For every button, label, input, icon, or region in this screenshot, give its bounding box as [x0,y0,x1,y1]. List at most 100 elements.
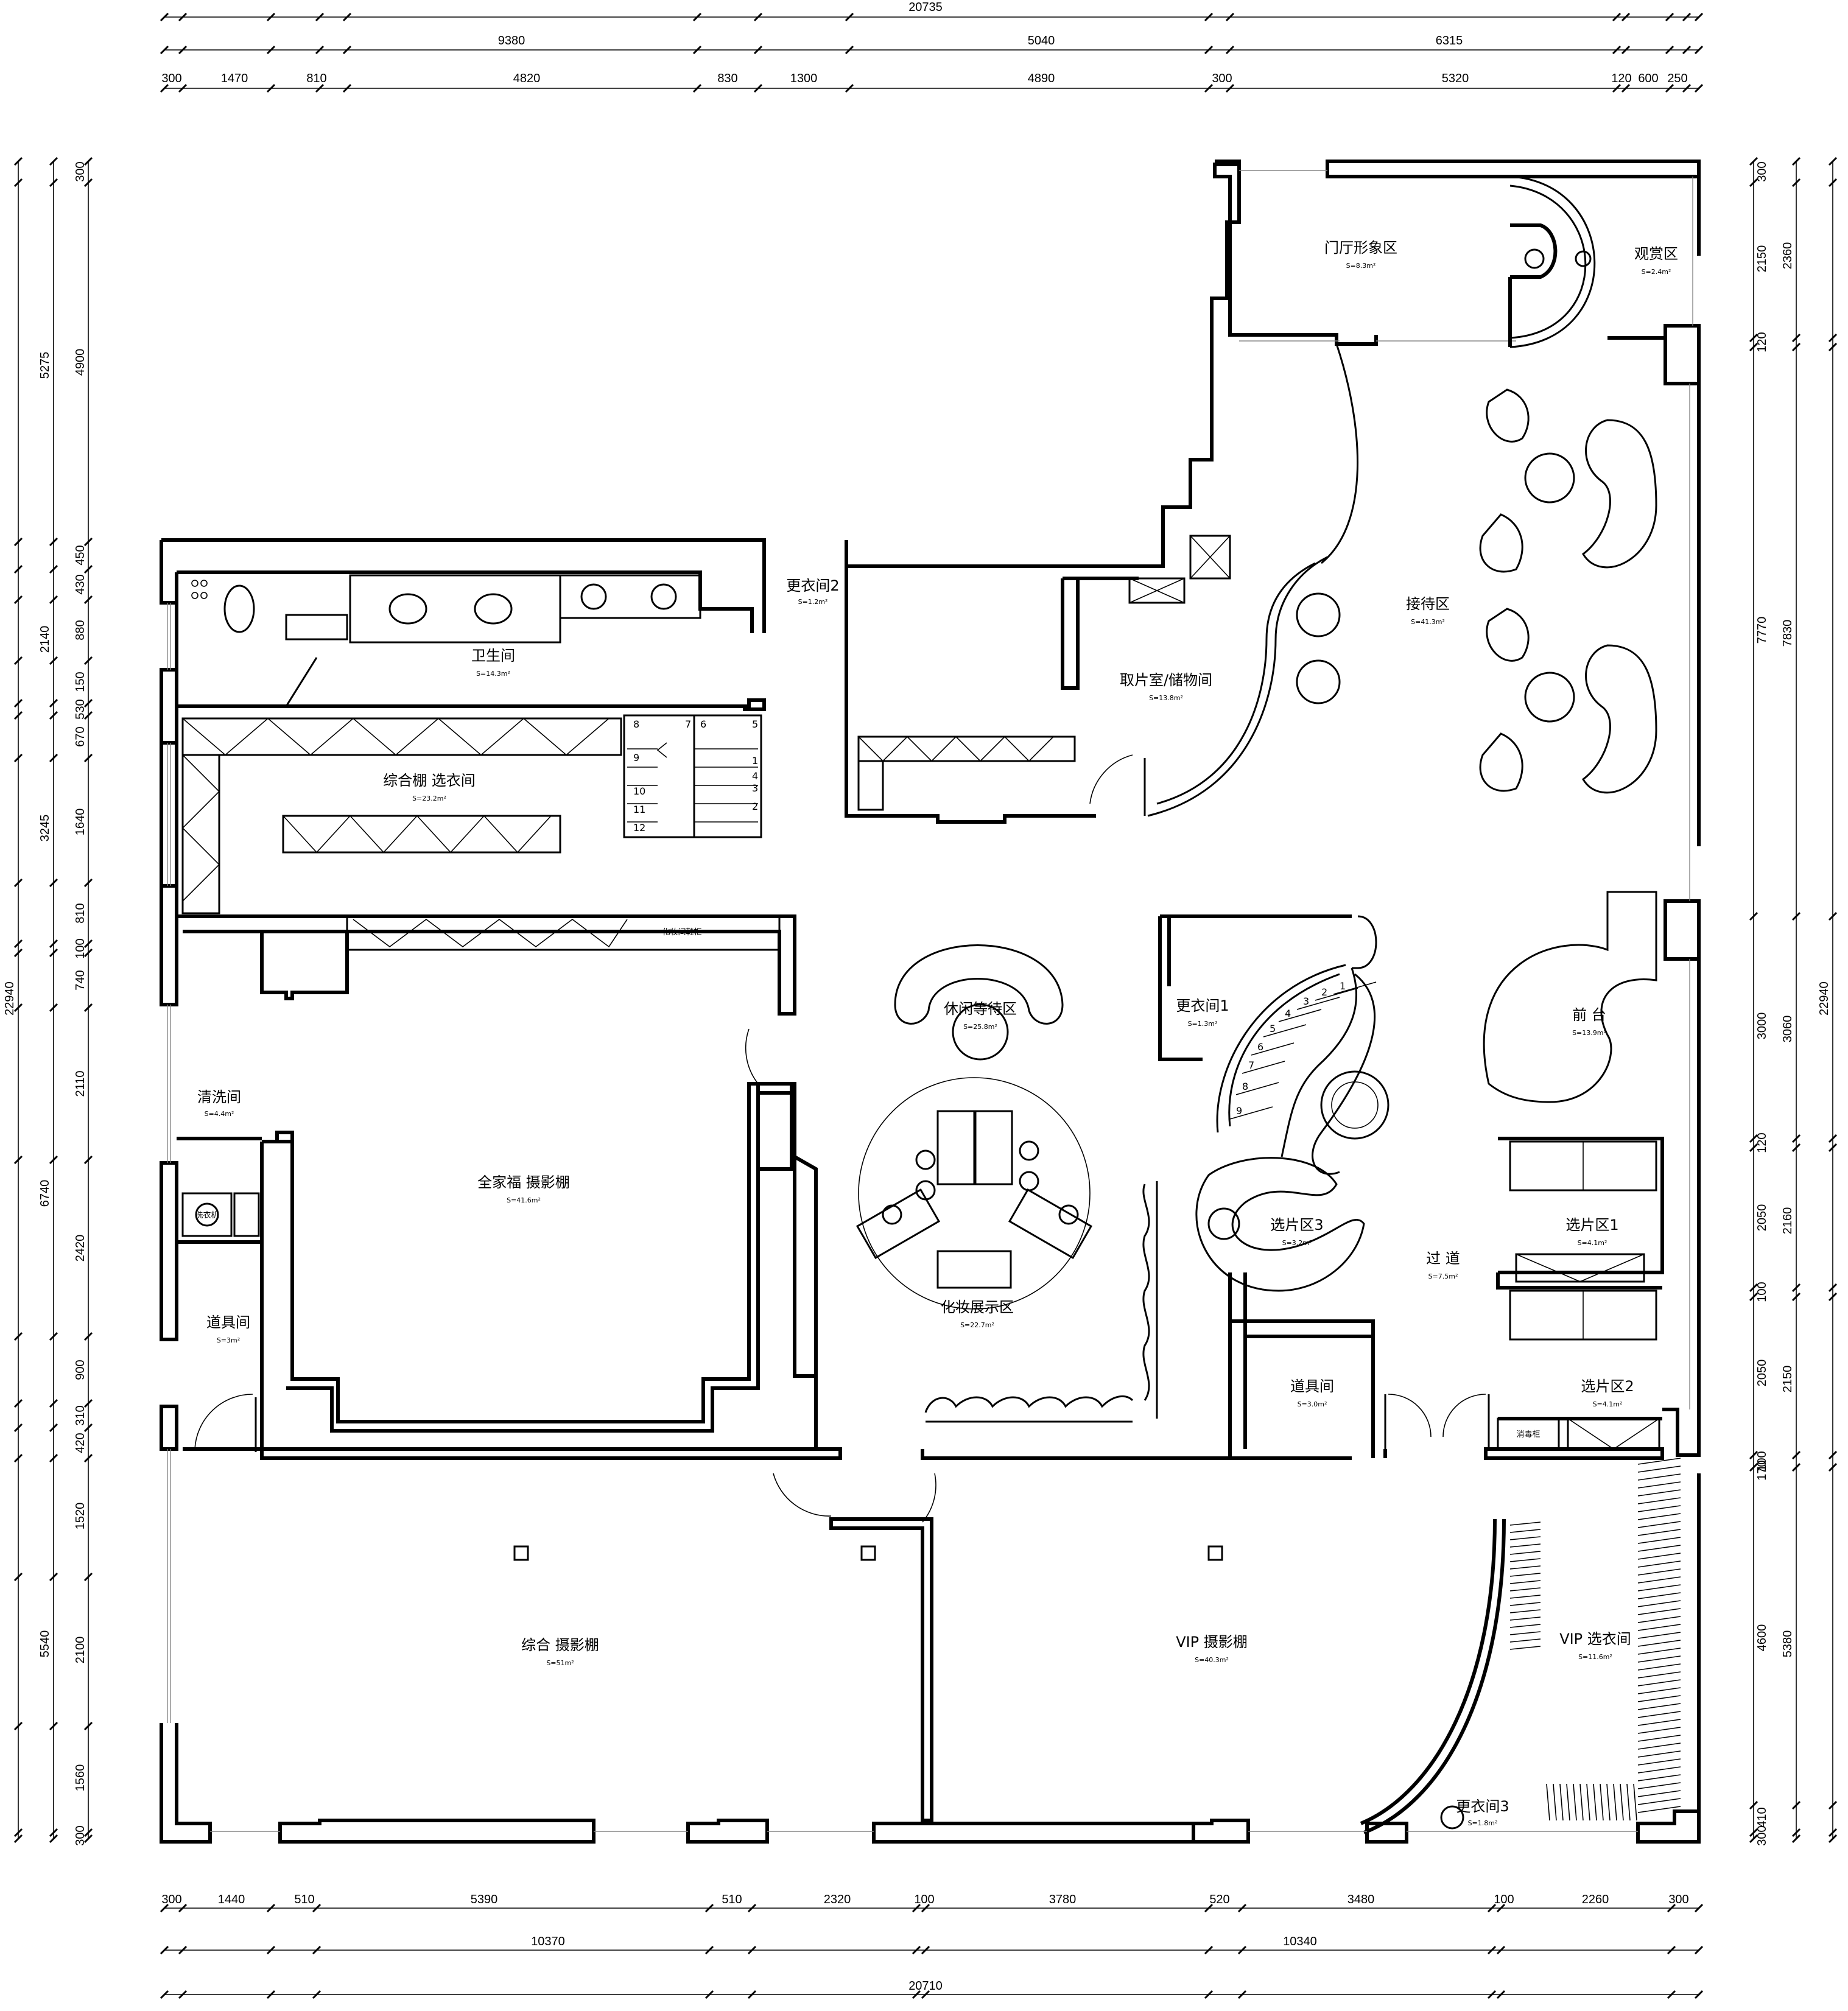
dim-tick [315,45,325,55]
dim-left-major: 5275 [38,352,52,379]
hanger [1509,1646,1541,1650]
dim-right-minor: 170 [1755,1460,1769,1480]
dim-tick [160,1903,169,1913]
dim-tick [83,1453,93,1463]
makeup-stations [855,1110,1093,1289]
dim-bottom-minor: 3480 [1347,1893,1375,1906]
dimension-lines [13,12,1838,1999]
stair-step-number: 6 [1257,1041,1263,1053]
stair-step-number: 7 [685,718,691,730]
hanger [1613,1783,1617,1821]
hanger [1633,1783,1637,1821]
dim-tick [912,1945,921,1955]
dim-tick [1496,1945,1506,1955]
dim-left-minor: 300 [74,161,87,181]
room-labels: 门厅形象区 S=8.3m² 观赏区 S=2.4m² 接待区 S=41.3m² 更… [197,239,1678,1827]
dim-tick [692,12,702,22]
dim-top-minor: 300 [1212,72,1232,85]
dim-tick [1487,1945,1497,1955]
dim-tick [753,83,763,93]
hanger [1509,1551,1541,1555]
dim-tick [1204,1903,1214,1913]
dim-tick [49,1834,58,1844]
dim-tick [1694,1945,1704,1955]
hanger [1637,1521,1681,1528]
dim-tick [83,698,93,708]
dim-tick [49,939,58,949]
hanger [1586,1783,1590,1821]
dim-tick [342,83,352,93]
dim-top-minor: 4820 [513,72,541,85]
dim-tick [1828,333,1838,343]
dim-tick [1225,12,1235,22]
dim-tick [753,12,763,22]
dim-tick [912,1903,921,1913]
dim-tick [49,948,58,958]
room-name: 门厅形象区 [1324,239,1397,256]
dim-tick [312,1903,321,1913]
dim-tick [13,753,23,763]
hanger [1546,1783,1550,1821]
dim-tick [49,1332,58,1341]
dim-tick [178,45,188,55]
dim-top-minor: 5320 [1442,72,1469,85]
dim-tick [704,1990,714,1999]
stair-tread [1333,981,1377,995]
hanger [1637,1560,1681,1568]
room-name: 选片区2 [1581,1378,1634,1395]
hanger [1573,1783,1577,1821]
hanger [1637,1806,1681,1813]
dim-tick [49,1828,58,1837]
dim-left-minor: 1560 [74,1764,87,1792]
stair-tread [1235,1082,1279,1095]
dim-tick [13,1332,23,1341]
dim-tick [1694,1903,1704,1913]
dim-tick [83,948,93,958]
stair-arrow [656,742,667,758]
stair-step-number: 4 [752,770,758,782]
dim-tick [13,878,23,888]
hanger [1637,1766,1681,1774]
dim-left-minor: 900 [74,1360,87,1380]
stair-step-number: 3 [1303,995,1309,1007]
dim-tick [13,595,23,605]
dim-right-major: 7830 [1781,620,1794,647]
dim-tick [1694,83,1704,93]
reception-furniture [1296,388,1657,794]
dim-tick [1749,178,1758,188]
hanger [1559,1783,1564,1821]
hanger [1509,1616,1541,1621]
hanger [1509,1573,1541,1577]
dim-bottom-minor: 5390 [471,1893,498,1906]
hanger [1637,1782,1681,1789]
dim-top-minor: 830 [717,72,737,85]
dim-tick [83,1155,93,1165]
dim-tick [1791,1828,1801,1837]
dim-right-minor: 300 [1755,1825,1769,1845]
hanger [1509,1580,1541,1584]
dim-tick [1621,83,1631,93]
dim-tick [13,939,23,949]
dim-top-minor: 250 [1667,72,1687,85]
dim-right-minor: 120 [1755,332,1769,352]
dim-tick [49,1399,58,1408]
dim-tick [13,537,23,547]
dim-bottom-minor: 510 [722,1893,742,1906]
dim-tick [1791,1450,1801,1460]
stair-step-number: 5 [1270,1023,1276,1034]
hanger [1509,1529,1541,1533]
hanger [1509,1536,1541,1540]
stair-step-number: 5 [752,718,758,730]
room-area: S=1.8m² [1468,1819,1498,1827]
dim-tick [160,1990,169,1999]
hanger [1637,1648,1681,1655]
dim-tick [1749,1143,1758,1153]
dim-left-minor: 150 [74,672,87,692]
hanger [1637,1505,1681,1512]
dim-tick [1749,1292,1758,1302]
dim-tick [1828,911,1838,921]
dim-tick [1667,1903,1676,1913]
dim-tick [1828,1800,1838,1810]
dim-tick [266,83,276,93]
dim-left-minor: 2420 [74,1235,87,1262]
